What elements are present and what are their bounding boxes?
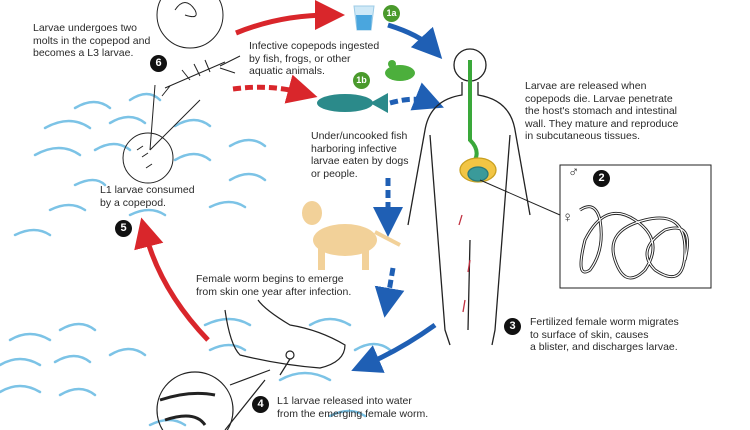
ingest-text: Infective copepods ingested by fish, fro…	[249, 40, 380, 77]
foot-illustration	[156, 299, 346, 430]
step-6-badge: 6	[150, 55, 167, 72]
fish-icon	[317, 93, 388, 113]
release-text: Larvae are released when copepods die. L…	[525, 80, 679, 142]
water-waves	[0, 92, 392, 427]
glass-icon	[353, 5, 375, 31]
frog-icon	[385, 60, 415, 81]
step-2-badge: 2	[593, 170, 610, 187]
step-3-text: Fertilized female worm migrates to surfa…	[530, 316, 679, 353]
male-symbol: ♂	[568, 164, 580, 181]
step-4-text: L1 larvae released into water from the e…	[277, 395, 429, 420]
copepod-illustration	[122, 0, 241, 184]
fish-text: Under/uncooked fish harboring infective …	[311, 130, 409, 180]
dog-icon	[302, 201, 401, 270]
step-6-text: Larvae undergoes two molts in the copepo…	[33, 22, 151, 59]
female-symbol: ♀	[562, 209, 574, 226]
emerge-text: Female worm begins to emerge from skin o…	[196, 273, 352, 298]
cycle-arrows	[134, 0, 444, 373]
step-4-badge: 4	[252, 396, 269, 413]
step-1b-badge: 1b	[353, 72, 370, 89]
step-1a-badge: 1a	[383, 5, 400, 22]
human-figure	[407, 48, 561, 346]
worm-box	[559, 164, 712, 289]
step-5-badge: 5	[115, 220, 132, 237]
step-3-badge: 3	[504, 318, 521, 335]
step-1-text: L1 larvae consumed by a copepod.	[100, 184, 195, 209]
